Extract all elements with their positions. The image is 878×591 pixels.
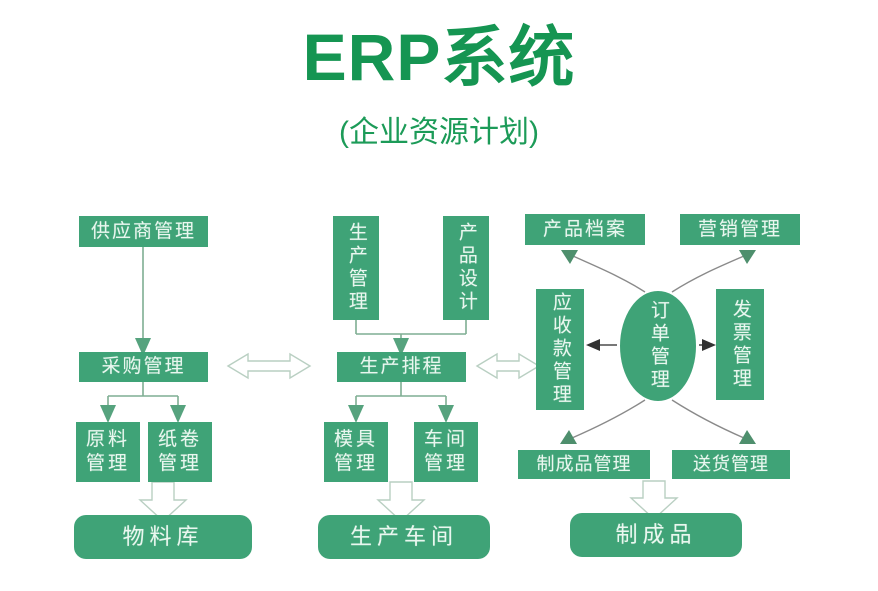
connector-production-to-scheduling (355, 320, 467, 356)
node-label: 供应商管理 (90, 220, 196, 242)
node-label: 采购管理 (101, 356, 186, 378)
node-mold-management[interactable]: 模具管理 (324, 422, 388, 482)
node-paper-roll-management[interactable]: 纸卷管理 (148, 422, 212, 482)
node-label: 应收款管理 (549, 292, 571, 407)
node-label: 生产车间 (349, 524, 458, 550)
node-invoice-management[interactable]: 发票管理 (716, 289, 764, 400)
connector-order-to-marketing (671, 250, 756, 293)
node-label: 产品档案 (542, 218, 627, 240)
connector-supplier-to-purchase (135, 247, 151, 356)
node-material-warehouse[interactable]: 物料库 (74, 515, 252, 559)
connector-order-to-product-archive (561, 250, 646, 293)
node-label: 模具管理 (333, 429, 378, 474)
connector-order-to-invoice (699, 339, 716, 351)
node-workshop-management[interactable]: 车间管理 (414, 422, 478, 482)
node-label: 生产排程 (359, 356, 444, 378)
node-label: 送货管理 (693, 454, 769, 475)
connector-order-to-delivery (671, 399, 756, 444)
connector-purchase-to-scheduling (226, 352, 312, 380)
node-marketing-management[interactable]: 营销管理 (680, 214, 800, 245)
node-label: 制成品管理 (536, 454, 632, 475)
node-delivery-management[interactable]: 送货管理 (672, 450, 790, 479)
page-subtitle: (企业资源计划) (339, 116, 539, 149)
node-purchase-management[interactable]: 采购管理 (79, 352, 208, 382)
node-label: 纸卷管理 (157, 429, 202, 474)
node-receivables-management[interactable]: 应收款管理 (536, 289, 584, 410)
node-label: 营销管理 (697, 218, 782, 240)
node-production-management[interactable]: 生产管理 (333, 216, 379, 320)
node-supplier-management[interactable]: 供应商管理 (79, 216, 208, 247)
node-label: 订单管理 (647, 300, 669, 392)
connector-scheduling-to-receivables (475, 352, 541, 380)
node-label: 生产管理 (345, 222, 367, 314)
node-product-design[interactable]: 产品设计 (443, 216, 489, 320)
node-order-management[interactable]: 订单管理 (620, 291, 696, 401)
node-label: 制成品 (615, 522, 697, 548)
node-raw-material-management[interactable]: 原料管理 (76, 422, 140, 482)
node-label: 发票管理 (729, 298, 751, 391)
node-label: 产品设计 (455, 222, 477, 314)
connector-order-to-receivables (586, 339, 617, 351)
node-label: 原料管理 (85, 429, 130, 474)
connector-purchase-to-materials (100, 382, 186, 423)
node-label: 车间管理 (423, 429, 468, 474)
node-production-scheduling[interactable]: 生产排程 (337, 352, 466, 382)
node-production-workshop[interactable]: 生产车间 (318, 515, 490, 559)
node-finished-goods[interactable]: 制成品 (570, 513, 742, 557)
connector-scheduling-to-shopfloor (348, 382, 454, 423)
node-label: 物料库 (122, 524, 204, 550)
node-product-archive[interactable]: 产品档案 (525, 214, 645, 245)
node-finished-goods-management[interactable]: 制成品管理 (518, 450, 650, 479)
page-title: ERP系统 (302, 20, 576, 94)
